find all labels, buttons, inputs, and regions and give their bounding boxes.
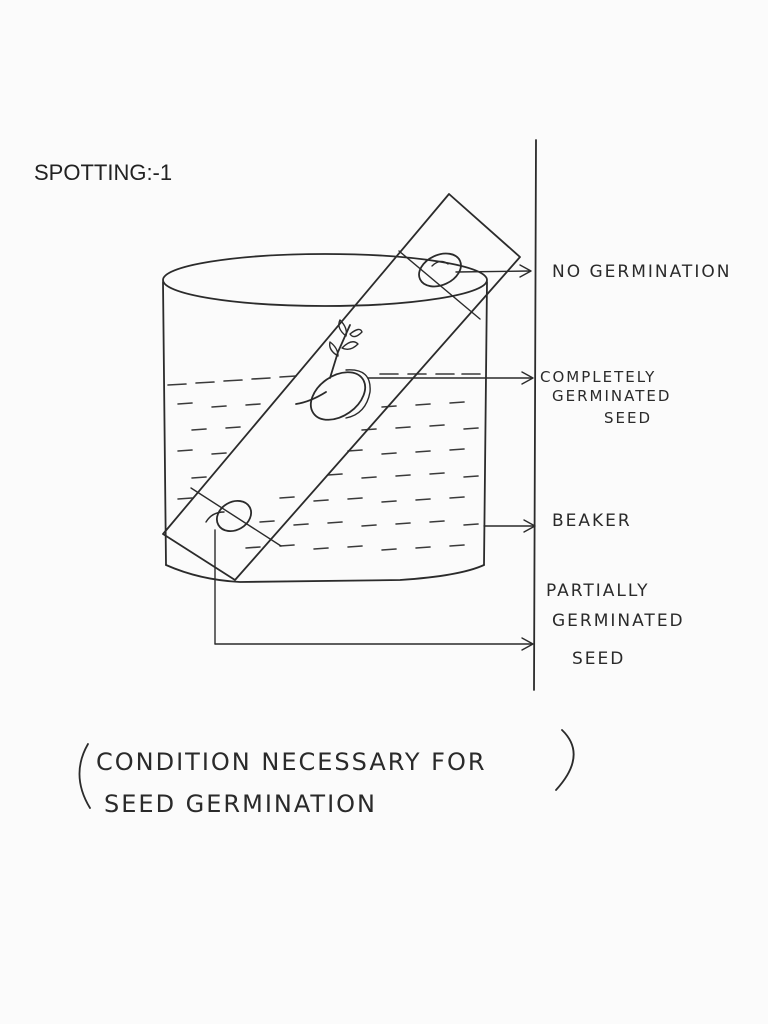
water-dash [415, 450, 431, 453]
water-dash [361, 524, 377, 527]
label-partially-germinated-line1: PARTIALLY [546, 581, 649, 601]
water-dash [463, 475, 479, 478]
water-dash [191, 428, 207, 431]
water-dash [415, 546, 431, 549]
water-dash [327, 473, 343, 476]
pointer-partially-germinated [214, 529, 534, 651]
caption-right-bracket [555, 729, 575, 791]
slide-top-divider [398, 250, 481, 320]
water-dash [361, 428, 377, 431]
water-dash [463, 427, 479, 430]
water-dash [381, 452, 397, 455]
water-dash [347, 497, 363, 500]
water-dash [449, 401, 465, 404]
root [295, 391, 327, 405]
page-title: SPOTTING:-1 [34, 160, 172, 185]
water-body [177, 401, 479, 551]
water-dash [245, 546, 261, 549]
caption-line2: SEED GERMINATION [104, 790, 377, 818]
label-no-germination: NO GERMINATION [552, 262, 731, 282]
caption-left-bracket [78, 743, 91, 809]
water-dash [211, 405, 227, 408]
water-dash [429, 472, 445, 475]
water-dash [177, 497, 193, 500]
water-dash [361, 476, 377, 479]
label-completely-germinated-line2: GERMINATED [552, 387, 671, 405]
caption: CONDITION NECESSARY FOR SEED GERMINATION [78, 729, 575, 818]
water-dash [395, 474, 411, 477]
beaker-left-wall [162, 281, 167, 566]
water-dash [279, 544, 295, 547]
beaker [162, 253, 488, 583]
slide-bottom-divider [190, 487, 282, 547]
water-dash [463, 523, 479, 526]
water-dash [225, 426, 241, 429]
water-surface [167, 373, 481, 386]
water-dash [415, 498, 431, 501]
glass-slide [162, 193, 521, 581]
caption-line1: CONDITION NECESSARY FOR [96, 748, 487, 776]
water-dash [245, 403, 261, 406]
water-dash [395, 522, 411, 525]
water-dash [347, 449, 363, 452]
water-dash [449, 448, 465, 451]
divider-line [533, 139, 537, 691]
water-dash [313, 499, 329, 502]
water-dash [347, 545, 363, 548]
water-dash [293, 523, 309, 526]
label-completely-germinated-line3: SEED [604, 409, 652, 427]
water-dash [429, 520, 445, 523]
water-dash [449, 544, 465, 547]
label-partially-germinated-line3: SEED [572, 649, 625, 669]
water-dash [211, 452, 227, 455]
pointer-beaker [483, 519, 536, 533]
pointer-no-germination [455, 264, 532, 278]
water-dash [313, 547, 329, 550]
water-dash [327, 521, 343, 524]
seed-completely-germinated [295, 319, 371, 421]
label-partially-germinated-line2: GERMINATED [552, 611, 685, 631]
seed-partially-germinated [205, 500, 252, 532]
water-dash [279, 496, 295, 499]
water-dash [395, 426, 411, 429]
water-dash [191, 476, 207, 479]
water-dash [381, 500, 397, 503]
water-dash [177, 449, 193, 452]
pointer-completely-germinated [367, 371, 534, 385]
water-dash [381, 548, 397, 551]
water-dash [415, 403, 431, 406]
water-dash [429, 424, 445, 427]
water-dash [259, 520, 275, 523]
glass-slide-outline [162, 193, 521, 581]
label-beaker: BEAKER [552, 511, 632, 531]
seed-no-germination [418, 252, 462, 288]
beaker-right-wall [483, 281, 488, 566]
water-dash [449, 496, 465, 499]
label-completely-germinated-line1: COMPLETELY [540, 368, 656, 386]
beaker-base [165, 564, 485, 583]
water-dash [177, 402, 193, 405]
beaker-rim [162, 253, 488, 307]
